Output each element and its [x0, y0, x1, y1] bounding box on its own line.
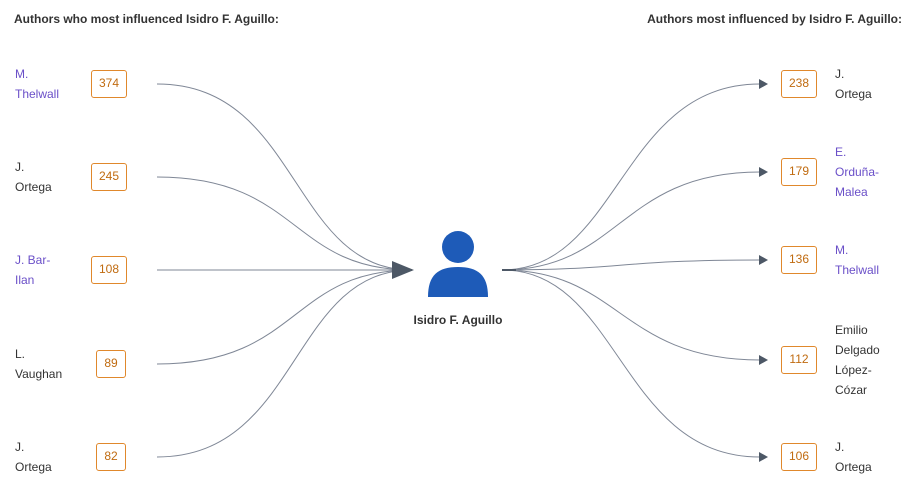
influenced-name[interactable]: E. Orduña- Malea [835, 145, 880, 199]
influencer-name[interactable]: J. Bar- Ilan [15, 253, 51, 287]
influence-arrow-head [759, 167, 768, 177]
influence-curve-out [501, 269, 761, 361]
influence-arrow-head [759, 255, 768, 265]
influence-curve-out [501, 83, 761, 271]
influenced-name: Emilio Delgado López- Cózar [835, 323, 880, 397]
influence-curve-in [156, 269, 413, 458]
influence-arrow-head [759, 355, 768, 365]
influencer-count-badge[interactable]: 245 [91, 163, 127, 191]
influencer-name[interactable]: M. Thelwall [15, 67, 60, 101]
influencer-name: J. Ortega [15, 440, 52, 474]
influence-curve-out [501, 269, 761, 458]
influencer-count-badge[interactable]: 89 [96, 350, 126, 378]
influenced-count-badge[interactable]: 238 [781, 70, 817, 98]
influenced-name: J. Ortega [835, 440, 872, 474]
center-arrow-head [392, 261, 414, 279]
influencer-name: L. Vaughan [15, 347, 63, 381]
right-heading: Authors most influenced by Isidro F. Agu… [647, 12, 902, 26]
influence-curve-out [501, 259, 761, 271]
left-heading: Authors who most influenced Isidro F. Ag… [14, 12, 279, 26]
influencer-count-badge[interactable]: 374 [91, 70, 127, 98]
influenced-count-badge[interactable]: 179 [781, 158, 817, 186]
influenced-count-badge[interactable]: 112 [781, 346, 817, 374]
influenced-count-badge[interactable]: 106 [781, 443, 817, 471]
person-icon [428, 231, 488, 297]
influence-curve-in [156, 176, 413, 271]
influence-curve-in [156, 83, 413, 271]
influencer-name: J. Ortega [15, 160, 52, 194]
influencer-count-badge[interactable]: 108 [91, 256, 127, 284]
influence-arrow-head [759, 452, 768, 462]
influence-curve-out [501, 171, 761, 271]
influenced-name[interactable]: M. Thelwall [835, 243, 880, 277]
center-author-name: Isidro F. Aguillo [413, 313, 503, 327]
influenced-name: J. Ortega [835, 67, 872, 101]
influence-arrow-head [759, 79, 768, 89]
influenced-count-badge[interactable]: 136 [781, 246, 817, 274]
influencer-count-badge[interactable]: 82 [96, 443, 126, 471]
influence-curve-in [156, 269, 413, 365]
